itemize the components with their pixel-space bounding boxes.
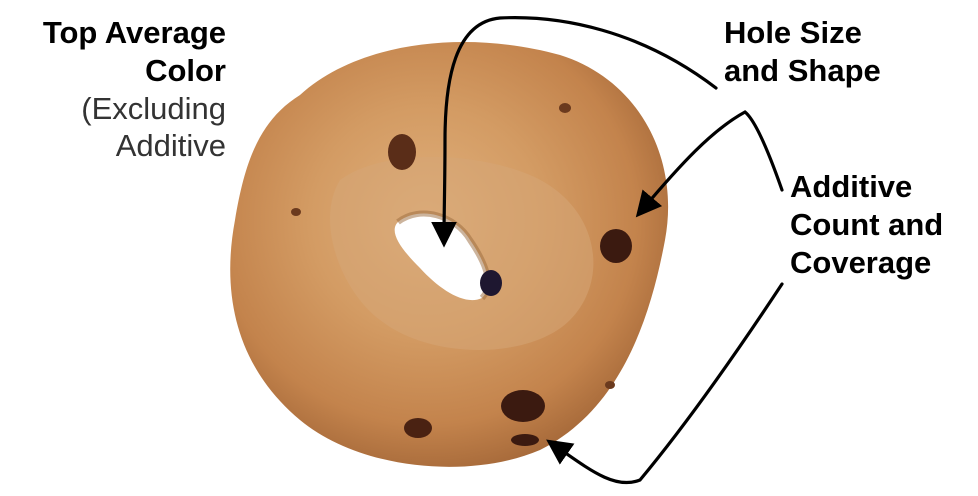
raisin-additive: [501, 390, 545, 422]
label-additive-line2: Count and: [790, 206, 978, 244]
label-top-color-line2: Color: [4, 52, 226, 90]
label-top-color-line4: Additive: [4, 127, 226, 165]
raisin-additive: [559, 103, 571, 113]
label-hole-size-shape: Hole Size and Shape: [724, 14, 974, 90]
label-top-color-line1: Top Average: [4, 14, 226, 52]
label-additive-line3: Coverage: [790, 244, 978, 282]
raisin-additive: [388, 134, 416, 170]
raisin-additive: [511, 434, 539, 446]
label-top-average-color: Top Average Color (Excluding Additive: [4, 14, 226, 165]
label-top-color-line3: (Excluding: [4, 90, 226, 128]
label-hole-line2: and Shape: [724, 52, 974, 90]
label-additive-count-coverage: Additive Count and Coverage: [790, 168, 978, 281]
raisin-additive: [480, 270, 502, 296]
raisin-additive: [600, 229, 632, 263]
raisin-additive: [291, 208, 301, 216]
label-hole-line1: Hole Size: [724, 14, 974, 52]
bagel-image: [230, 42, 668, 467]
raisin-additive: [404, 418, 432, 438]
label-additive-line1: Additive: [790, 168, 978, 206]
raisin-additive: [605, 381, 615, 389]
